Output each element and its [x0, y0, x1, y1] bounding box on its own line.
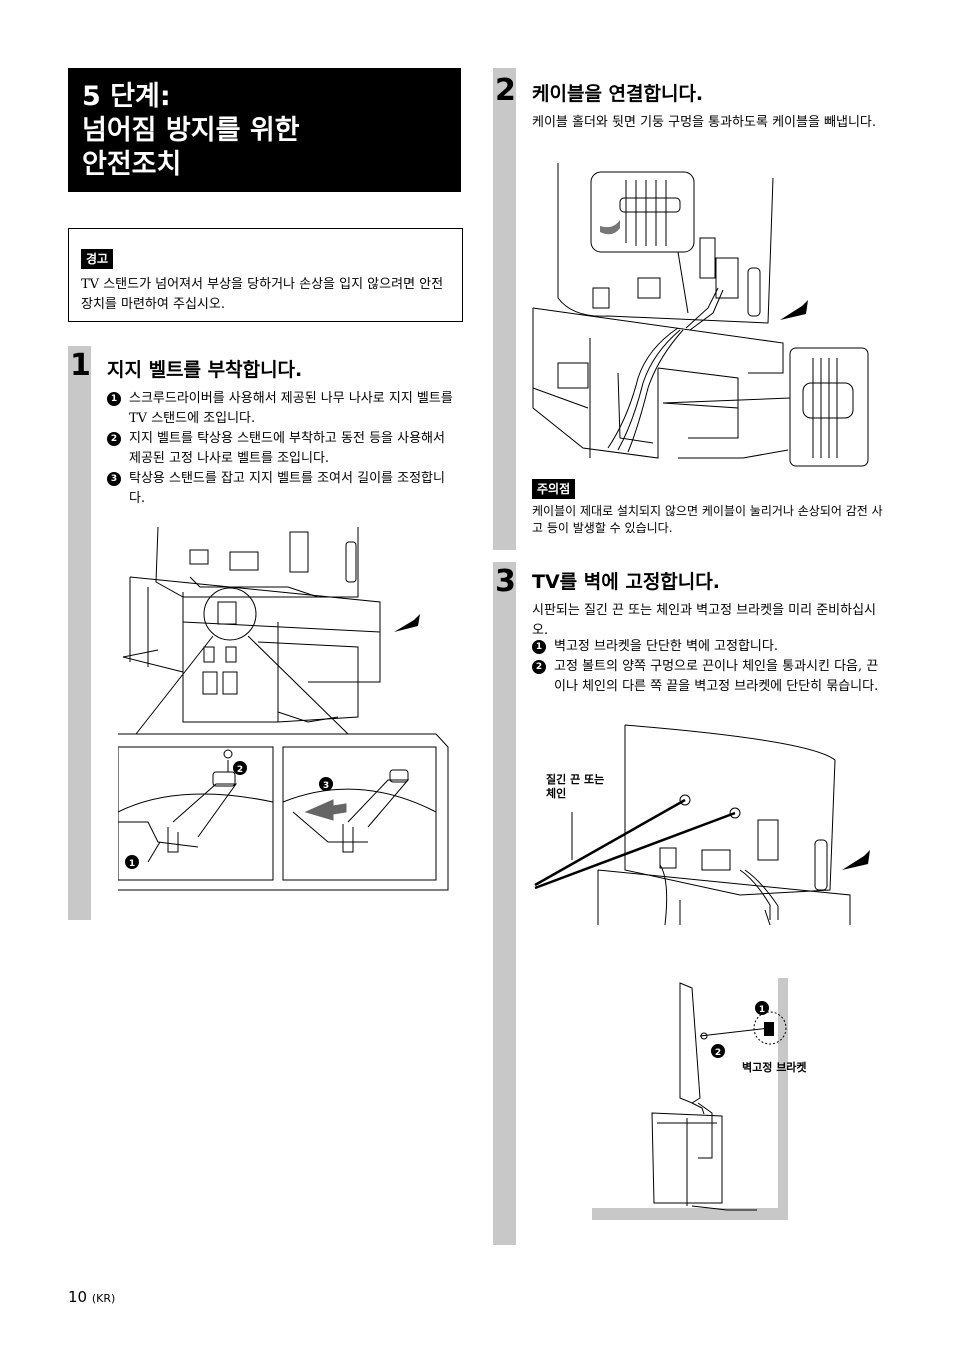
step3-intro: 시판되는 질긴 끈 또는 체인과 벽고정 브라켓을 미리 준비하십시오.: [532, 603, 877, 638]
step3-number: 3: [495, 564, 516, 599]
step2-bar: [493, 68, 516, 550]
caution-tag: 주의점: [532, 479, 576, 499]
cord-label: 질긴 끈 또는 체인: [546, 773, 618, 801]
step1-title: 지지 벨트를 부착합니다.: [107, 359, 303, 381]
step2-number: 2: [495, 73, 516, 108]
step2-text: 케이블 홀더와 뒷면 기둥 구멍을 통과하도록 케이블을 빼냅니다.: [532, 115, 877, 130]
step1-number: 1: [70, 348, 91, 383]
bracket-label: 벽고정 브라켓: [742, 1061, 807, 1074]
number-marker-icon: 1: [532, 640, 546, 654]
cable-illustration: [528, 158, 873, 476]
step3-item-1-text: 벽고정 브라켓을 단단한 벽에 고정합니다.: [554, 639, 778, 654]
section-title-line-3: 안전조치: [82, 149, 182, 180]
cord-label-text: 질긴 끈 또는 체인: [546, 773, 605, 800]
warning-text: TV 스탠드가 넘어져서 부상을 당하거나 손상을 입지 않으려면 안전장치를 …: [81, 277, 444, 312]
warning-tag: 경고: [81, 249, 114, 269]
step3-item-2-text: 고정 볼트의 양쪽 구멍으로 끈이나 체인을 통과시킨 다음, 끈이나 체인의 …: [554, 659, 879, 694]
step3-instructions: 1 벽고정 브라켓을 단단한 벽에 고정합니다. 2 고정 볼트의 양쪽 구멍으…: [532, 637, 887, 697]
side-view-illustration: 1 2: [592, 978, 788, 1220]
step2-title: 케이블을 연결합니다.: [532, 83, 704, 105]
marker-1-icon: 1: [759, 1005, 765, 1015]
step1-item-1: 1 스크루드라이버를 사용해서 제공된 나무 나사로 지지 벨트를 TV 스탠드…: [107, 389, 457, 429]
step1-instructions: 1 스크루드라이버를 사용해서 제공된 나무 나사로 지지 벨트를 TV 스탠드…: [107, 389, 457, 509]
pen-icon: [842, 850, 870, 870]
step1-item-2: 2 지지 벨트를 탁상용 스탠드에 부착하고 동전 등을 사용해서 제공된 고정…: [107, 429, 457, 469]
stand-belt-illustration: 2 1 3: [118, 522, 453, 900]
step1-item-2-text: 지지 벨트를 탁상용 스탠드에 부착하고 동전 등을 사용해서 제공된 고정 나…: [129, 431, 445, 466]
pen-icon: [780, 300, 808, 320]
marker-1-icon: 1: [129, 859, 135, 869]
step1-item-3: 3 탁상용 스탠드를 잡고 지지 벨트를 조여서 길이를 조정합니다.: [107, 469, 457, 509]
number-marker-icon: 3: [107, 472, 121, 486]
number-marker-icon: 2: [107, 432, 121, 446]
marker-2-icon: 2: [715, 1048, 721, 1058]
page-footer: 10 (KR): [68, 1288, 115, 1306]
section-title: 5 단계: 넘어짐 방지를 위한 안전조치: [68, 68, 461, 192]
caution-text: 케이블이 제대로 설치되지 않으면 케이블이 눌리거나 손상되어 감전 사고 등…: [532, 504, 883, 535]
step3-item-2: 2 고정 볼트의 양쪽 구멍으로 끈이나 체인을 통과시킨 다음, 끈이나 체인…: [532, 657, 887, 697]
wall-cord-illustration: [530, 720, 870, 930]
marker-3-icon: 3: [323, 781, 329, 791]
page-number: 10: [68, 1288, 88, 1306]
step1-item-3-text: 탁상용 스탠드를 잡고 지지 벨트를 조여서 길이를 조정합니다.: [129, 471, 445, 506]
section-title-line-1: 5 단계:: [82, 81, 171, 112]
number-marker-icon: 1: [107, 392, 121, 406]
step3-title: TV를 벽에 고정합니다.: [532, 571, 720, 593]
step3-item-1: 1 벽고정 브라켓을 단단한 벽에 고정합니다.: [532, 637, 887, 657]
warning-box: 경고 TV 스탠드가 넘어져서 부상을 당하거나 손상을 입지 않으려면 안전장…: [68, 228, 463, 322]
step1-item-1-text: 스크루드라이버를 사용해서 제공된 나무 나사로 지지 벨트를 TV 스탠드에 …: [129, 391, 453, 426]
number-marker-icon: 2: [532, 660, 546, 674]
step3-bar: [493, 562, 516, 1245]
marker-2-icon: 2: [237, 765, 243, 775]
step1-bar: [68, 346, 91, 920]
pen-icon: [394, 614, 420, 632]
language-code: (KR): [91, 1292, 116, 1305]
section-title-line-2: 넘어짐 방지를 위한: [82, 115, 300, 146]
